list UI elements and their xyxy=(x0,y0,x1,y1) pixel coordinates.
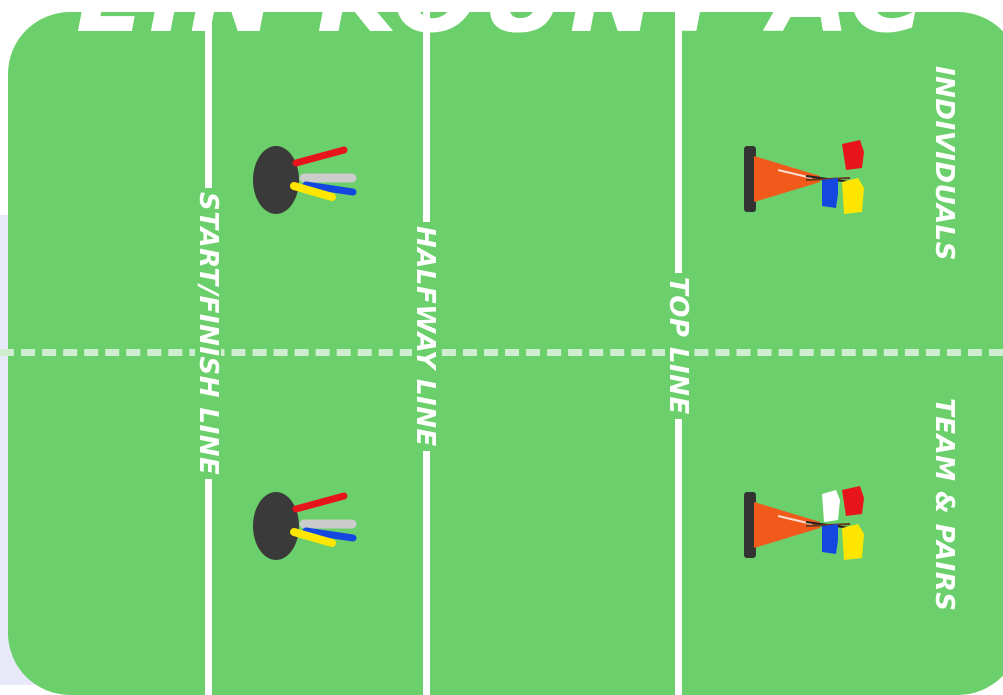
individuals-label: INDIVIDUALS xyxy=(931,66,957,261)
baton-bundle-icon xyxy=(252,488,362,564)
halfway-line-label: HALFWAY LINE xyxy=(412,222,438,451)
start-finish-line-label: START/FINISH LINE xyxy=(195,188,221,479)
team-pairs-label: TEAM & PAIRS xyxy=(931,398,957,611)
baton-bundle-icon xyxy=(252,142,362,218)
cone-flags-icon xyxy=(742,138,872,218)
center-divider xyxy=(0,349,1003,356)
top-line-label: TOP LINE xyxy=(665,273,691,419)
cone-flags-icon xyxy=(742,484,872,564)
banner-title: EIN KOUNT AC xyxy=(0,0,1003,56)
